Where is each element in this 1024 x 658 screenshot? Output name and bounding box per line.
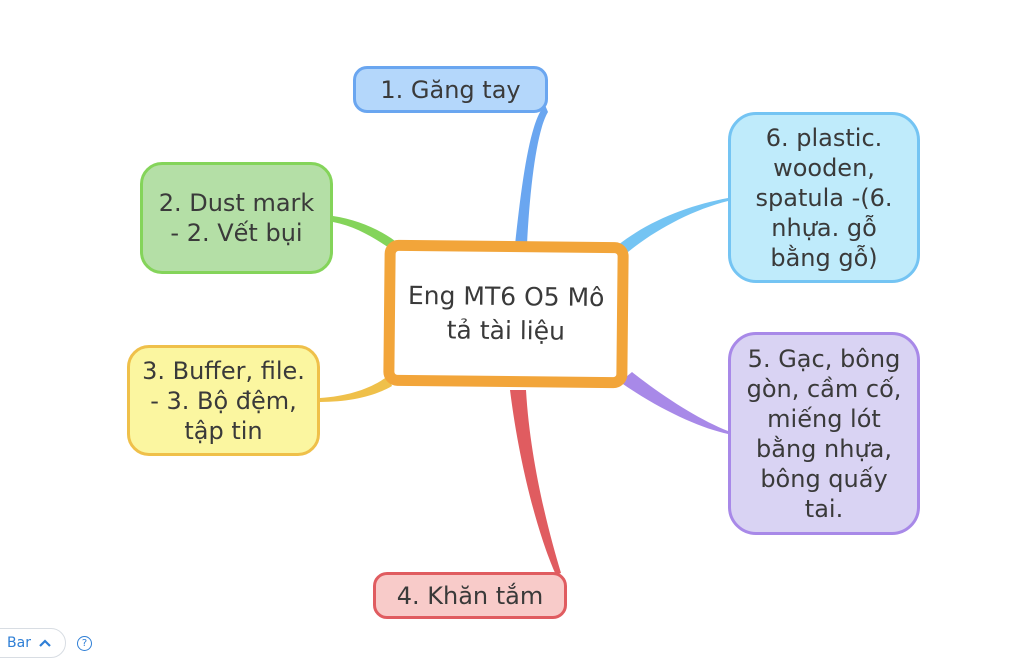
branch-topic-6[interactable]: 6. plastic. wooden, spatula -(6. nhựa. g… — [728, 112, 920, 283]
connector-3 — [320, 376, 392, 402]
connector-1 — [515, 105, 548, 245]
chevron-up-icon — [39, 639, 51, 647]
branch-topic-1[interactable]: 1. Găng tay — [353, 66, 548, 113]
branch-label: 4. Khăn tắm — [396, 581, 544, 610]
central-topic-label: Eng MT6 O5 Mô tả tài liệu — [407, 280, 605, 346]
bar-toggle-button[interactable]: Bar — [0, 628, 66, 658]
branch-label: 2. Dust mark - 2. Vết bụi — [158, 189, 315, 247]
branch-label: 5. Gạc, bông gòn, cầm cố, miếng lót bằng… — [746, 344, 902, 523]
connector-2 — [333, 216, 400, 250]
connector-4 — [510, 390, 561, 575]
connector-5 — [620, 372, 728, 434]
branch-topic-4[interactable]: 4. Khăn tắm — [373, 572, 567, 619]
help-icon[interactable]: ? — [77, 636, 92, 651]
branch-label: 6. plastic. wooden, spatula -(6. nhựa. g… — [755, 123, 893, 272]
central-topic[interactable]: Eng MT6 O5 Mô tả tài liệu — [383, 239, 629, 389]
branch-topic-5[interactable]: 5. Gạc, bông gòn, cầm cố, miếng lót bằng… — [728, 332, 920, 535]
branch-topic-2[interactable]: 2. Dust mark - 2. Vết bụi — [140, 162, 333, 274]
connector-6 — [618, 198, 728, 252]
branch-label: 1. Găng tay — [380, 75, 521, 104]
bar-label: Bar — [7, 635, 31, 651]
branch-label: 3. Buffer, file. - 3. Bộ đệm, tập tin — [142, 356, 305, 445]
branch-topic-3[interactable]: 3. Buffer, file. - 3. Bộ đệm, tập tin — [127, 345, 320, 456]
help-glyph: ? — [81, 638, 88, 649]
